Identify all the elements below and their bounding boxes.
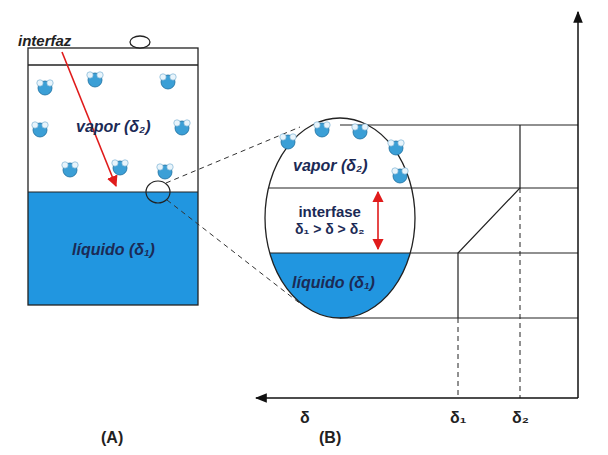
molecule — [37, 80, 53, 95]
interface-band: interfaseδ₁ > δ > δ₂ — [291, 201, 368, 240]
panel-label: (B) — [319, 429, 341, 447]
region-label: δ₁ > δ > δ₂ — [295, 221, 364, 238]
molecule — [280, 134, 296, 149]
projection-line — [520, 188, 521, 398]
molecule — [32, 122, 48, 137]
axis-label: δ — [300, 409, 310, 427]
callout-label: interfaz — [18, 32, 71, 49]
region-label: líquido (δ₁) — [72, 240, 155, 259]
axis-tick-label: δ₂ — [512, 409, 529, 427]
molecule — [160, 74, 176, 89]
region-label: vapor (δ₂) — [76, 117, 151, 136]
molecule — [87, 72, 103, 87]
molecule — [352, 124, 368, 139]
liquid-region: líquido (δ₁) — [68, 238, 159, 261]
molecule — [157, 164, 173, 179]
lid-knob — [130, 36, 150, 48]
region-label: vapor (δ₂) — [293, 156, 368, 175]
zoom-line — [166, 127, 300, 183]
level-line — [340, 317, 578, 318]
panel-label: (A) — [101, 429, 123, 447]
lid-line — [28, 64, 198, 65]
region-label: interfase — [295, 203, 364, 221]
vapor-region: vapor (δ₂) — [289, 154, 372, 177]
thickness-arrow — [377, 192, 379, 249]
molecule — [388, 140, 404, 155]
liquid-fill — [28, 192, 198, 305]
interface-line — [28, 192, 198, 193]
vapor-region: vapor (δ₂) — [72, 115, 155, 138]
level-line — [270, 252, 578, 253]
container — [28, 48, 198, 305]
molecule — [392, 168, 408, 183]
axis-tick-label: δ₁ — [450, 409, 466, 427]
zoom-circle-small — [146, 181, 170, 203]
liquid-region: líquido (δ₁) — [288, 271, 379, 294]
region-label: líquido (δ₁) — [292, 273, 375, 292]
projection-line — [458, 318, 459, 398]
molecule — [62, 162, 78, 177]
molecule — [174, 120, 190, 135]
molecule — [112, 160, 128, 175]
density-profile — [458, 125, 520, 318]
molecule — [314, 122, 330, 137]
axis — [577, 12, 579, 398]
level-line — [269, 187, 578, 188]
zoom-circle — [265, 118, 415, 318]
liquid-fill — [260, 253, 430, 323]
axis — [256, 397, 578, 399]
level-line — [340, 124, 578, 125]
